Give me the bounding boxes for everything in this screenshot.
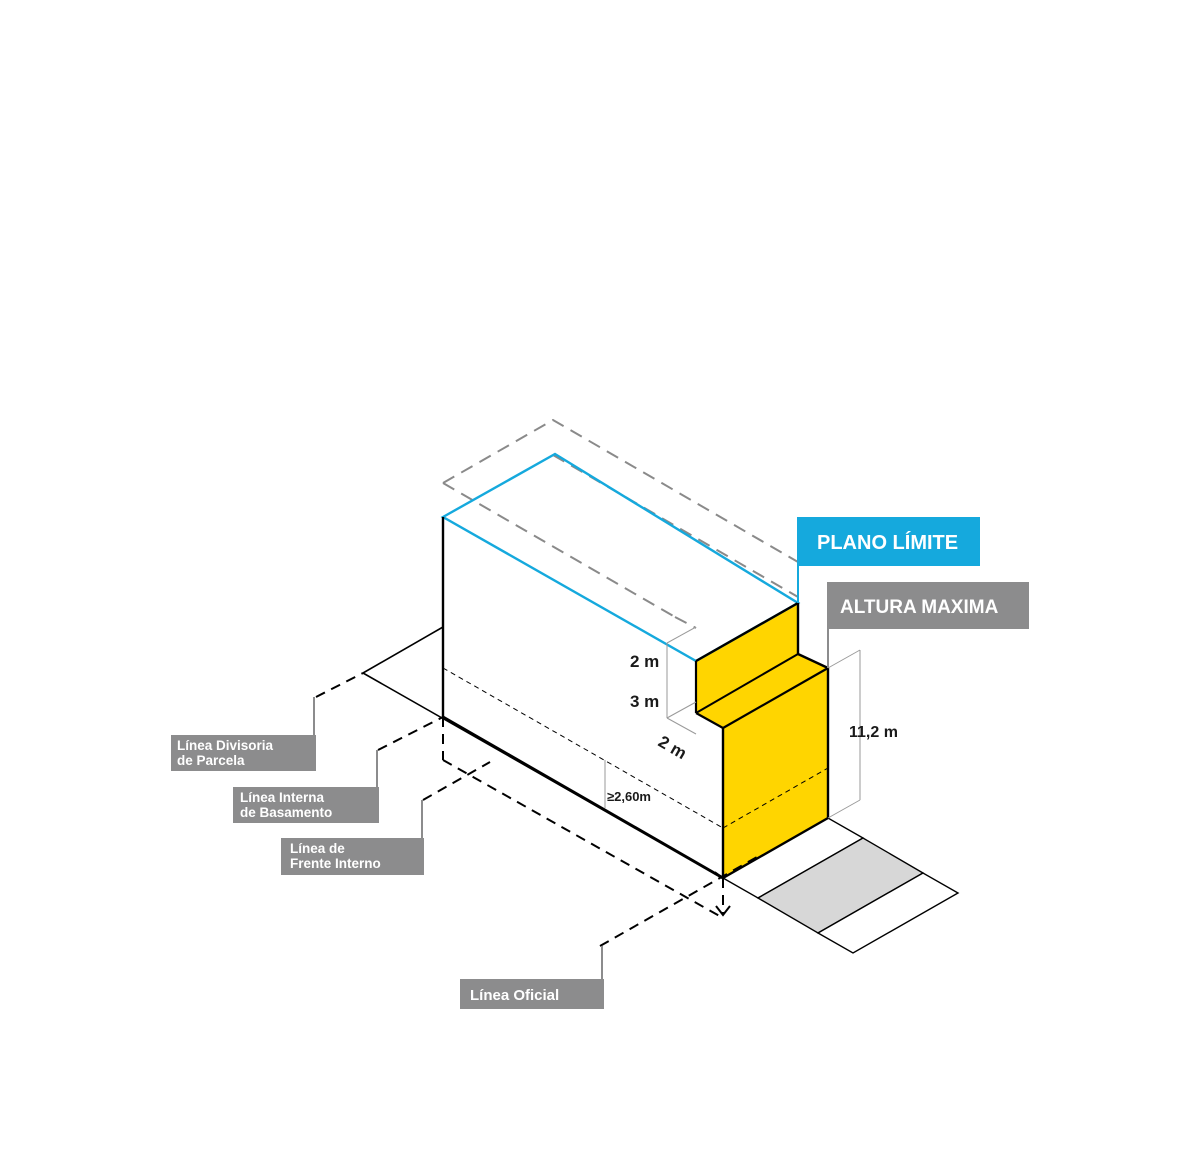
plano-limite-label: PLANO LÍMITE: [817, 531, 958, 554]
label-linea-frente: Línea de Frente Interno: [281, 800, 424, 875]
linea-frente-line1: Línea de: [290, 841, 345, 856]
altura-maxima-callout: ALTURA MAXIMA: [827, 582, 1029, 668]
building-outline: [441, 517, 830, 880]
linea-interna-line2: de Basamento: [240, 805, 332, 820]
leader-lines: [315, 672, 758, 947]
altura-maxima-label: ALTURA MAXIMA: [840, 597, 999, 618]
basement-line: [442, 667, 829, 829]
label-linea-oficial: Línea Oficial: [460, 946, 604, 1009]
yellow-facade: [696, 603, 828, 878]
dimension-guides: [604, 626, 861, 819]
dim-basement-height: ≥2,60m: [607, 789, 651, 804]
linea-divisoria-line2: de Parcela: [177, 753, 245, 768]
plano-limite-callout: PLANO LÍMITE: [797, 517, 980, 603]
label-linea-divisoria: Línea Divisoria de Parcela: [171, 697, 316, 771]
dim-total-height: 11,2 m: [849, 724, 898, 741]
linea-frente-line2: Frente Interno: [290, 856, 381, 871]
label-linea-interna: Línea Interna de Basamento: [233, 750, 379, 823]
sidewalk: [721, 817, 960, 954]
leader-arrow: [714, 871, 731, 917]
linea-oficial-label: Línea Oficial: [470, 987, 559, 1004]
building-side-face: [443, 517, 723, 878]
linea-interna-line1: Línea Interna: [240, 790, 325, 805]
linea-divisoria-line1: Línea Divisoria: [177, 738, 274, 753]
dim-setback-upper: 2 m: [630, 652, 659, 671]
dim-setback-height: 3 m: [630, 692, 659, 711]
